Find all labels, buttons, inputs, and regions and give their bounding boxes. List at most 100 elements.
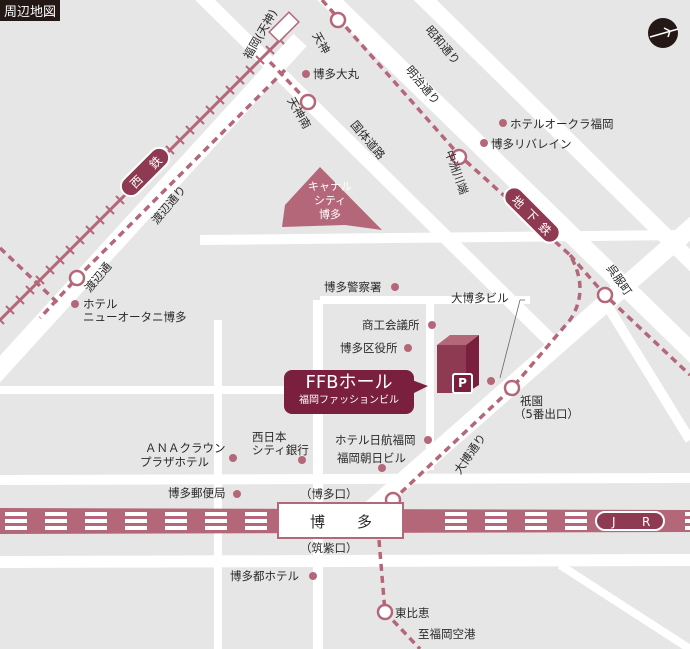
landmark-ana-1: ＡＮＡクラウン: [145, 441, 226, 455]
track-tick: [15, 295, 25, 305]
canal-city-label-1: キャナル: [308, 180, 352, 193]
landmark-riverain: 博多リバレイン: [491, 137, 572, 151]
landmark-nishinihon-2: シティ銀行: [252, 443, 309, 457]
hakata-station-name-2: 多: [357, 513, 372, 531]
jr-track-dash: [525, 519, 547, 523]
canal-city-label-2: シティ: [314, 194, 346, 207]
jr-track-dash: [5, 519, 27, 523]
landmark-ana-2: プラザホテル: [140, 455, 209, 469]
jr-track-dash: [85, 512, 107, 516]
map-title: 周辺地図: [0, 0, 61, 21]
landmark-police: 博多警察署: [324, 280, 382, 294]
jr-track-dash: [45, 512, 67, 516]
jr-track-dash: [525, 526, 547, 530]
jr-track-dash: [525, 512, 547, 516]
jr-track-dash: [205, 519, 227, 523]
track-tick: [185, 125, 195, 135]
hakata-station-name-1: 博: [310, 513, 325, 531]
subway-badge: 地 下 鉄: [503, 186, 561, 244]
landmark-daimaru: 博多大丸: [313, 67, 359, 81]
jr-track-dash: [125, 526, 147, 530]
to-airport-label: 至福岡空港: [418, 627, 476, 641]
landmark-asahi: 福岡朝日ビル: [337, 451, 406, 465]
landmark-newotani-1: ホテル: [83, 297, 118, 311]
track-tick: [115, 195, 125, 205]
jr-track-dash: [205, 526, 227, 530]
jr-track-dash: [165, 519, 187, 523]
jr-track-dash: [565, 512, 587, 516]
landmark-miyako: 博多都ホテル: [230, 569, 299, 583]
jr-track-dash: [45, 519, 67, 523]
jr-track-dash: [485, 526, 507, 530]
jr-track-dash: [245, 526, 267, 530]
landmark-nishinihon-1: 西日本: [252, 430, 287, 444]
venue-name: FFBホール: [305, 372, 393, 393]
jr-track-dash: [165, 526, 187, 530]
nishitetsu-badge: 西 鉄: [119, 146, 171, 198]
track-tick: [25, 285, 35, 295]
track-tick: [245, 65, 255, 75]
track-tick: [45, 265, 55, 275]
track-tick: [85, 225, 95, 235]
compass-north-icon: [648, 18, 679, 48]
landmark-okura: ホテルオークラ福岡: [510, 117, 614, 131]
subway-line-nanakuma: [268, 60, 310, 104]
landmark-post: 博多郵便局: [168, 486, 226, 500]
track-tick: [175, 135, 185, 145]
hakata-station-box[interactable]: [277, 502, 404, 539]
track-tick: [55, 255, 65, 265]
jr-track-dash: [125, 519, 147, 523]
station-gion-label: 祇園: [520, 394, 543, 408]
landmark-dots: [71, 70, 507, 580]
track-tick: [5, 305, 15, 315]
jr-track-dash: [565, 526, 587, 530]
station-gion-exit-label: （5番出口）: [514, 407, 579, 421]
track-tick: [265, 45, 275, 55]
track-tick: [165, 145, 175, 155]
jr-track-dash: [685, 512, 690, 516]
jr-track-dash: [485, 519, 507, 523]
jr-track-dash: [245, 519, 267, 523]
jr-track-dash: [245, 512, 267, 516]
venue-subname: 福岡ファッションビル: [299, 395, 399, 406]
landmark-nikko: ホテル日航福岡: [335, 433, 416, 447]
track-tick: [255, 55, 265, 65]
track-tick: [205, 105, 215, 115]
track-tick: [215, 95, 225, 105]
track-tick: [235, 75, 245, 85]
track-tick: [75, 235, 85, 245]
svg-text:J: J: [611, 515, 616, 529]
jr-track-dash: [85, 526, 107, 530]
jr-track-dash: [5, 526, 27, 530]
north-exit-label: （博多口）: [300, 487, 358, 501]
svg-text:R: R: [642, 515, 650, 529]
jr-track-dash: [685, 526, 690, 530]
track-tick: [225, 85, 235, 95]
track-tick: [65, 245, 75, 255]
landmark-newotani-2: ニューオータニ博多: [83, 310, 187, 324]
jr-track-dash: [165, 512, 187, 516]
jr-track-dash: [45, 526, 67, 530]
track-tick: [35, 275, 45, 285]
jr-track-dash: [205, 512, 227, 516]
jr-track-dash: [445, 526, 467, 530]
jr-track-dash: [445, 512, 467, 516]
landmark-ward: 博多区役所: [340, 341, 398, 355]
station-markers: [68, 11, 614, 621]
track-tick: [195, 115, 205, 125]
canal-city-label-3: 博多: [319, 207, 341, 221]
jr-track-dash: [445, 519, 467, 523]
landmark-daihakata: 大博多ビル: [451, 291, 509, 305]
track-tick: [0, 318, 5, 325]
landmark-chamber: 商工会議所: [362, 318, 420, 332]
jr-track-dash: [85, 519, 107, 523]
subway-line-left: [0, 246, 62, 307]
canal-city-building: [282, 167, 382, 230]
venue-callout: FFBホール 福岡ファッションビル: [284, 370, 428, 414]
jr-track-dash: [685, 519, 690, 523]
track-tick: [95, 215, 105, 225]
track-tick: [105, 205, 115, 215]
jr-track-dash: [565, 519, 587, 523]
